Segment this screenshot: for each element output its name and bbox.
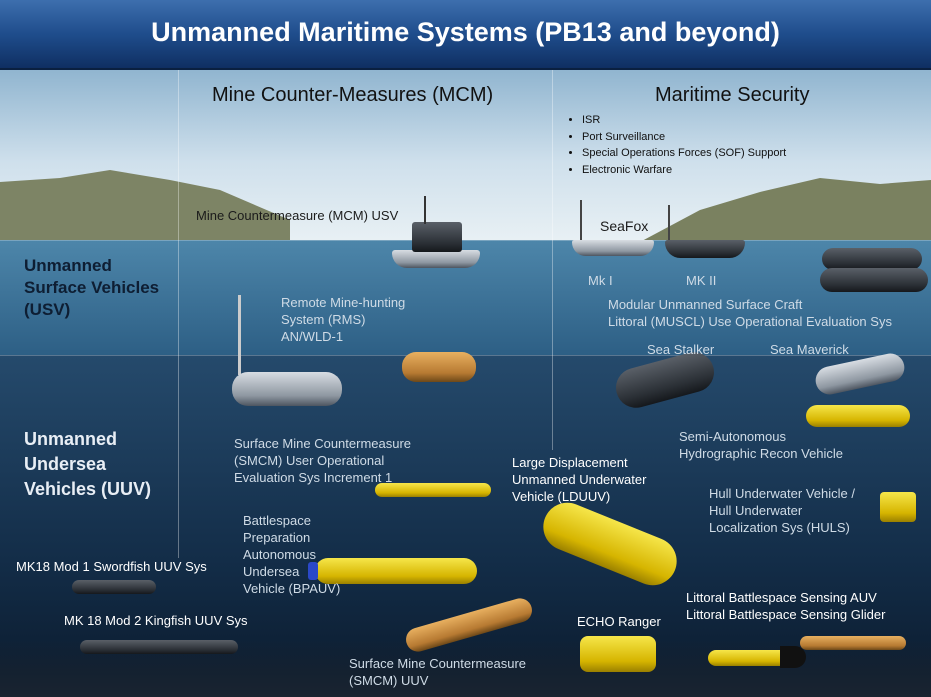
bullet-item: ISR: [582, 112, 786, 129]
mcm-usv-hull-image: [392, 250, 480, 268]
security-bullet-list: ISR Port Surveillance Special Operations…: [568, 112, 786, 178]
semi-autonomous-label: Semi-Autonomous Hydrographic Recon Vehic…: [679, 429, 844, 461]
bullet-item: Electronic Warfare: [582, 162, 786, 179]
towed-sonar-image: [402, 352, 476, 382]
smcm-uuv-label: Surface Mine Countermeasure (SMCM) UUV: [349, 656, 527, 688]
mk2-label: MK II: [686, 273, 717, 288]
huls-vehicle-image: [880, 492, 916, 522]
lbs-glider-nose-image: [780, 646, 806, 668]
rms-mast-image: [238, 295, 241, 375]
echo-ranger-label: ECHO Ranger: [577, 614, 661, 629]
muscl-boat-2-image: [820, 268, 928, 292]
echo-ranger-image: [580, 636, 656, 672]
lduuv-label: Large Displacement Unmanned Underwater V…: [512, 455, 647, 504]
smcm-uoes-label: Surface Mine Countermeasure (SMCM) User …: [234, 436, 412, 485]
bpauv-label: Battlespace Preparation Autonomous Under…: [243, 513, 341, 596]
smcm-increment1-uuv-image: [375, 483, 491, 497]
usv-row-label: Unmanned Surface Vehicles (USV): [24, 256, 160, 319]
bullet-item: Special Operations Forces (SOF) Support: [582, 145, 786, 162]
column-divider-left: [178, 68, 179, 558]
mcm-usv-cabin-image: [412, 222, 462, 252]
bpauv-image: [315, 558, 477, 584]
uuv-row-label: Unmanned Undersea Vehicles (UUV): [24, 429, 152, 499]
column-divider-right: [552, 68, 553, 450]
page-title: Unmanned Maritime Systems (PB13 and beyo…: [151, 17, 780, 47]
kingfish-label: MK 18 Mod 2 Kingfish UUV Sys: [64, 613, 248, 628]
seafox-mk1-image: [572, 240, 654, 256]
lbs-auv-image: [800, 636, 906, 650]
sea-stalker-label: Sea Stalker: [647, 342, 715, 357]
waterline-divider: [0, 240, 931, 241]
swordfish-uuv-image: [72, 580, 156, 594]
security-column-header: Maritime Security: [655, 84, 810, 106]
muscl-label: Modular Unmanned Surface Craft Littoral …: [608, 297, 892, 329]
huls-label: Hull Underwater Vehicle / Hull Underwate…: [709, 486, 855, 535]
muscl-boat-1-image: [822, 248, 922, 270]
sea-maverick-label: Sea Maverick: [770, 342, 849, 357]
mcm-usv-mast-image: [424, 196, 426, 224]
semi-autonomous-vehicle-image: [806, 405, 910, 427]
mountains-background: [0, 170, 931, 242]
rms-vehicle-image: [232, 372, 342, 406]
mk1-label: Mk I: [588, 273, 613, 288]
lbs-label: Littoral Battlespace Sensing AUV Littora…: [686, 590, 886, 622]
mcm-usv-label: Mine Countermeasure (MCM) USV: [196, 208, 399, 223]
kingfish-uuv-image: [80, 640, 238, 654]
seafox-mk2-image: [665, 240, 745, 258]
seafox-mk1-mast-image: [580, 200, 582, 240]
seafox-label: SeaFox: [600, 218, 649, 234]
mcm-column-header: Mine Counter-Measures (MCM): [212, 84, 494, 106]
title-bar: Unmanned Maritime Systems (PB13 and beyo…: [0, 0, 931, 70]
rms-label: Remote Mine-hunting System (RMS) AN/WLD-…: [281, 295, 406, 344]
bpauv-propeller-image: [308, 562, 318, 580]
swordfish-label: MK18 Mod 1 Swordfish UUV Sys: [16, 559, 207, 574]
seafox-mk2-mast-image: [668, 205, 670, 240]
bullet-item: Port Surveillance: [582, 129, 786, 146]
